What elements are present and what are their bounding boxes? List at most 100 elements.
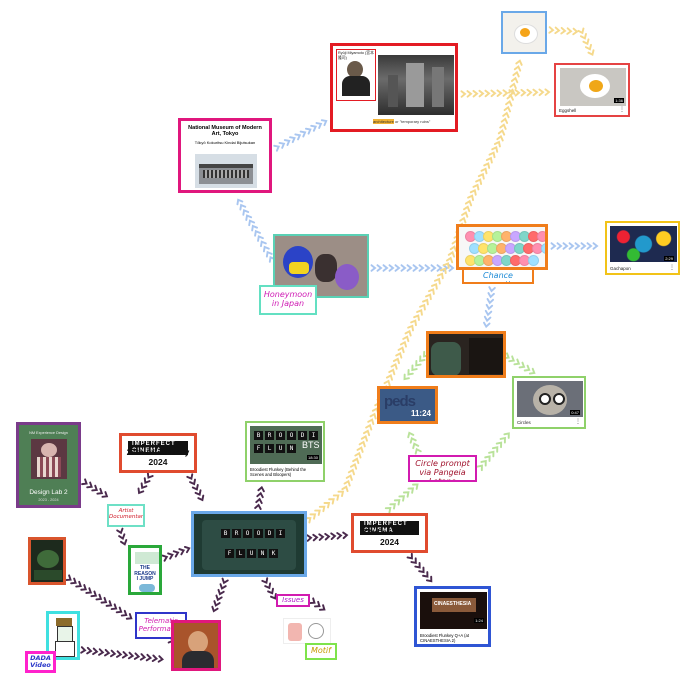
chevron-mark [358,440,366,448]
chevron-mark [310,124,317,132]
imperfect-cinema-jan-card[interactable]: IMPERFECT CINEMA 27th of January 2024 [119,433,197,473]
edge-chance-gachapon [550,242,599,250]
chevron-mark [172,550,180,558]
edge-chance-dark [483,286,496,329]
gachapon-title: Gachapon [610,266,631,271]
eggshell-more-icon[interactable]: ⋮ [619,107,625,113]
imperfect-cinema-mar-logo: IMPERFECT CINEMA [360,521,419,535]
chevron-mark [313,600,321,608]
chevron-mark [197,494,205,502]
chevron-mark [477,172,485,180]
chevron-mark [512,70,520,78]
eggshell-duration: 1:36 [614,98,624,103]
chevron-mark [407,369,414,376]
cinaesthesia-video-card[interactable]: CINAESTHESIA 1:24 Broodiest Flunkey Q+A … [414,586,491,647]
chevron-mark [491,146,499,153]
chevron-mark [415,359,422,367]
chevron-mark [110,603,118,611]
bts-title: Broodiest Flunkey (Behind the Scenes and… [250,467,307,478]
gachapon-video-card[interactable]: 2:29 Gachapon ⋮ [605,221,680,275]
chevron-mark [367,418,375,425]
egg-photo-tile[interactable] [501,11,547,54]
chevron-mark [314,509,321,516]
chevron-mark [425,575,433,583]
chevron-mark [248,219,256,227]
chevron-mark [592,242,599,250]
chevron-mark [365,423,373,431]
cinaesthesia-duration: 1:24 [474,618,484,623]
chevron-mark [376,264,383,272]
chevron-mark [350,463,358,470]
chevron-mark [514,89,521,97]
chevron-mark [406,552,413,560]
robot-sketch[interactable] [46,611,80,660]
chevron-mark [480,459,487,467]
chevron-mark [503,105,512,113]
chevron-mark [304,517,312,524]
chevron-mark [320,119,328,127]
chevron-mark [464,199,473,207]
dark-photo[interactable] [426,331,506,378]
gachapon-more-icon[interactable]: ⋮ [669,265,675,271]
chevron-mark [127,651,135,660]
chevron-mark [484,309,493,317]
chevron-mark [390,362,398,370]
chevron-mark [217,588,225,596]
gacha-ball [541,243,545,254]
eggshell-video-card[interactable]: 1:36 Eggshell ⋮ [554,63,630,117]
chevron-mark [167,552,174,560]
chevron-mark [422,571,429,578]
museum-title: National Museum of Modern Art, Tokyo [188,125,262,138]
chevron-mark [120,539,128,546]
chevron-mark [416,309,423,316]
chevron-mark [544,88,551,96]
chevron-mark [510,76,519,84]
chevron-mark [137,487,145,495]
person-name: Ryūji Miyamoto (宮本 隆司) [338,51,374,60]
chevron-mark [526,88,533,97]
chance-connection-image[interactable] [456,224,548,270]
circles-video-card[interactable]: 0:47 Circles ⋮ [512,376,586,429]
chevron-mark [318,533,325,541]
design-lab-card[interactable]: NM Experience Design Design Lab 2 2023 -… [16,422,81,508]
chevron-mark [115,650,123,658]
chevron-mark [419,303,426,311]
chevron-mark [548,26,555,34]
miyamoto-photo-card[interactable]: Ryūji Miyamoto (宮本 隆司) architecture or "… [330,43,458,132]
chevron-mark [572,27,579,36]
artist-documentary-label: Artist Documentary [107,504,145,527]
circles-more-icon[interactable]: ⋮ [575,419,581,425]
edge-central-photo [211,577,229,613]
chevron-mark [336,532,343,540]
museum-card[interactable]: National Museum of Modern Art, Tokyo Tōk… [178,118,272,193]
chevron-mark [90,590,98,598]
chevron-mark [101,491,109,498]
chevron-mark [354,451,362,459]
imperfect-cinema-jan-date: 27th of January 2024 [126,447,190,467]
imperfect-cinema-mar-card[interactable]: IMPERFECT CINEMA 23rd of March 2024 [351,513,428,553]
spac-video[interactable]: peds 11:24 [377,386,438,424]
chevron-mark [412,483,419,490]
chevron-mark [239,203,247,211]
chevron-mark [254,503,262,510]
edge-prompt-circles [476,432,510,472]
edge-designlab-artistdoc [81,478,109,498]
dark-green-video[interactable] [28,537,66,585]
chevron-mark [189,478,196,486]
chevron-mark [345,474,353,481]
chevron-mark [86,481,93,489]
issues-label: Issues [276,594,310,607]
eggshell-thumbnail [560,68,626,106]
chevron-mark [260,240,267,248]
caption-rest: or "temporary ruins" [395,119,431,124]
chevron-mark [360,435,368,442]
edge-jan-central [186,473,205,502]
telematic-photo[interactable] [171,620,221,671]
edge-honeymoon-museum [236,198,276,263]
book-cover[interactable]: THE REASON I JUMP [128,545,162,595]
edge-issues-motif [309,597,326,611]
chevron-mark [294,133,302,141]
chevron-mark [508,355,516,363]
